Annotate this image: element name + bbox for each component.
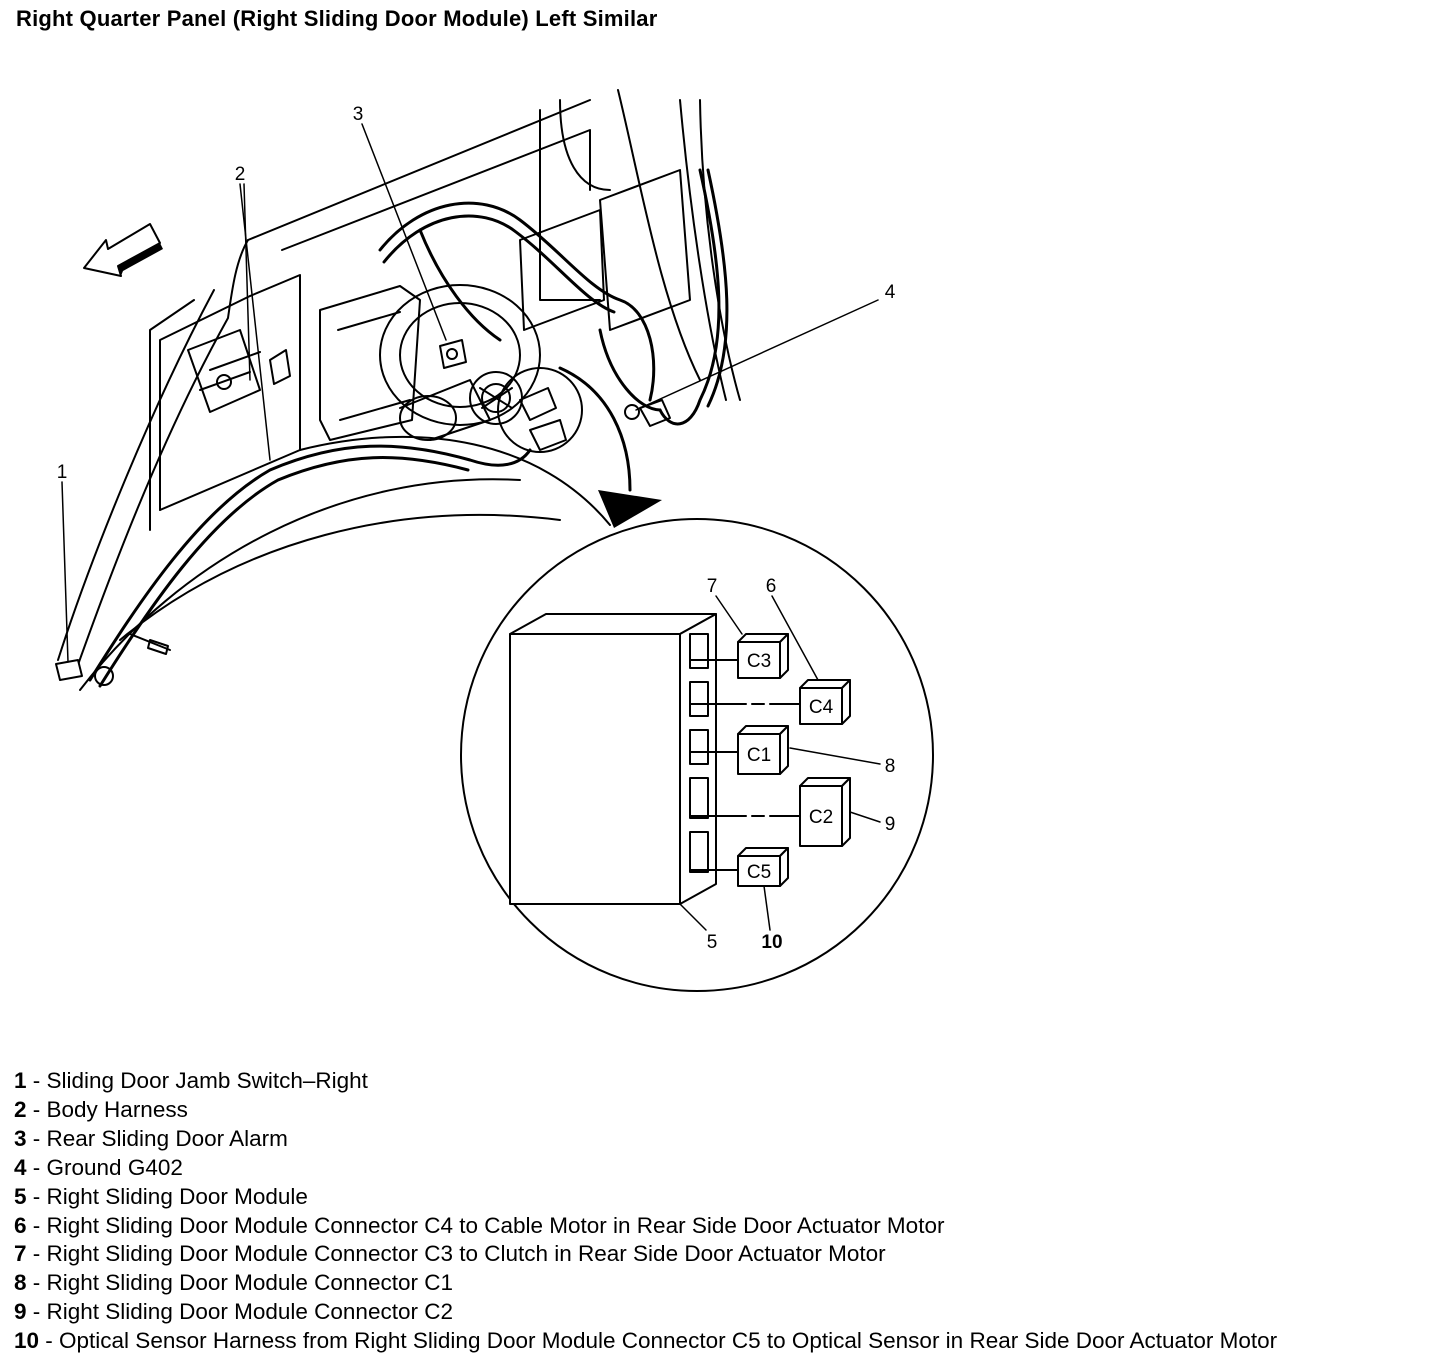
- legend-number: 5: [14, 1183, 27, 1209]
- ground-g402: [624, 399, 671, 427]
- legend-text: Right Sliding Door Module Connector C3 t…: [46, 1241, 886, 1267]
- legend-item: 1 - Sliding Door Jamb Switch–Right: [14, 1068, 368, 1093]
- callout-1: 1: [57, 462, 68, 483]
- connector-c1-label: C1: [747, 745, 771, 766]
- callout-4: 4: [885, 282, 896, 303]
- legend-number: 1: [14, 1068, 27, 1093]
- legend-text: Right Sliding Door Module Connector C2: [46, 1299, 453, 1325]
- legend-text: Right Sliding Door Module Connector C4 t…: [46, 1212, 945, 1238]
- connector-c4-label: C4: [809, 697, 834, 718]
- callout-6: 6: [766, 576, 777, 597]
- detail-magnifier-circle: [460, 518, 934, 992]
- connector-c3-label: C3: [747, 651, 771, 672]
- connector-c4: [799, 679, 851, 725]
- connector-c2-label: C2: [809, 807, 833, 828]
- legend-number: 9: [14, 1299, 27, 1325]
- connector-c2: [799, 777, 851, 847]
- legend-item: 4 - Ground G402: [14, 1154, 183, 1180]
- legend-text: Sliding Door Jamb Switch–Right: [46, 1068, 368, 1093]
- legend-item: 6 - Right Sliding Door Module Connector …: [14, 1212, 945, 1238]
- connector-c5: [737, 847, 789, 887]
- connector-c1: [737, 725, 789, 775]
- right-sliding-door-module: [509, 613, 717, 905]
- legend-number: 2: [14, 1096, 27, 1122]
- legend-number: 4: [14, 1154, 27, 1180]
- connector-c3: [737, 633, 789, 679]
- callout-5: 5: [707, 932, 718, 953]
- callout-7: 7: [707, 576, 718, 597]
- callout-8: 8: [885, 756, 896, 777]
- legend-text: Body Harness: [46, 1096, 188, 1122]
- legend-item: 9 - Right Sliding Door Module Connector …: [14, 1299, 453, 1325]
- legend-number: 7: [14, 1241, 27, 1267]
- legend-text: Optical Sensor Harness from Right Slidin…: [59, 1328, 1278, 1354]
- legend-text: Right Sliding Door Module: [46, 1183, 308, 1209]
- legend-text: Rear Sliding Door Alarm: [46, 1125, 288, 1151]
- callout-3: 3: [353, 104, 364, 125]
- legend-number: 8: [14, 1270, 27, 1296]
- jamb-bracket: [187, 329, 291, 413]
- legend-item: 5 - Right Sliding Door Module: [14, 1183, 308, 1209]
- callout-9: 9: [885, 814, 896, 835]
- legend-item: 7 - Right Sliding Door Module Connector …: [14, 1241, 886, 1267]
- legend-item: 3 - Rear Sliding Door Alarm: [14, 1125, 288, 1151]
- actuator-motor-assembly: [319, 284, 583, 453]
- callout-2: 2: [235, 164, 246, 185]
- legend-number: 10: [14, 1328, 40, 1354]
- legend-number: 3: [14, 1125, 27, 1151]
- forward-arrow-icon: [83, 223, 161, 277]
- legend-text: Ground G402: [46, 1154, 183, 1180]
- sliding-door-jamb-switch: [55, 633, 171, 686]
- body-harness: [88, 168, 729, 688]
- diagram-illustration: C3 C4 C1 C2 C5 1 2 3 4 5 6 7 8 9 10: [55, 89, 934, 992]
- forward-arrow-shadow: [118, 243, 163, 276]
- callout-10: 10: [761, 932, 782, 953]
- quarter-panel-outline: [57, 89, 741, 691]
- callout-leaders: [61, 123, 881, 931]
- legend-item: 2 - Body Harness: [14, 1096, 188, 1122]
- legend-item: 8 - Right Sliding Door Module Connector …: [14, 1270, 453, 1296]
- legend-item: 10 - Optical Sensor Harness from Right S…: [14, 1328, 1278, 1354]
- detail-arrow: [558, 366, 632, 492]
- connector-c5-label: C5: [747, 862, 771, 883]
- page-title: Right Quarter Panel (Right Sliding Door …: [16, 6, 658, 31]
- legend-list: 1 - Sliding Door Jamb Switch–Right 2 - B…: [14, 1067, 1277, 1356]
- connector-leads: [689, 659, 801, 871]
- rear-sliding-door-alarm: [439, 339, 467, 369]
- detail-arrow-head: [598, 490, 662, 528]
- legend-text: Right Sliding Door Module Connector C1: [46, 1270, 453, 1296]
- legend-number: 6: [14, 1212, 27, 1238]
